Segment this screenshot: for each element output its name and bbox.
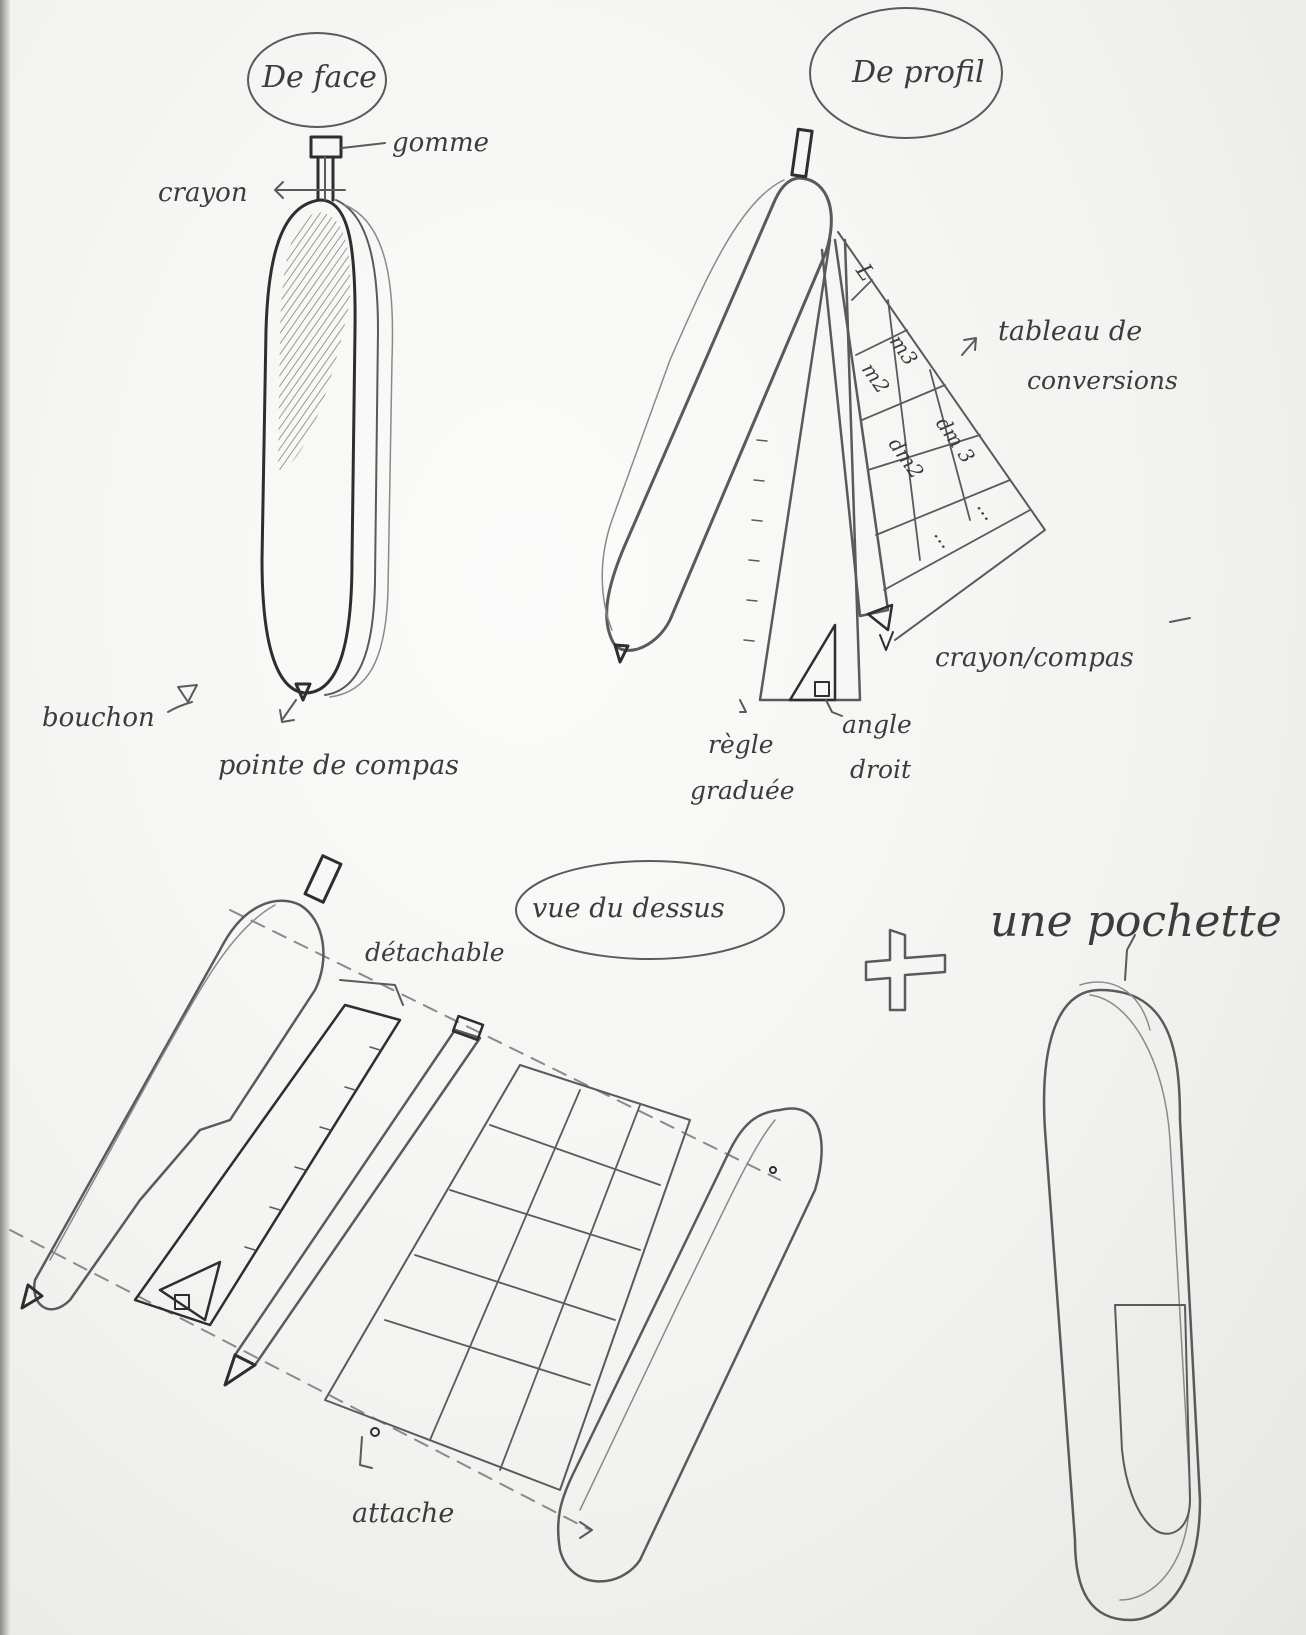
label-angle: angle <box>842 712 912 737</box>
profile-view-sketch <box>602 8 1190 716</box>
label-vue-du-dessus: vue du dessus <box>532 895 725 922</box>
label-bouchon: bouchon <box>42 705 155 731</box>
eraser-top <box>311 137 341 157</box>
pochette-sketch <box>866 930 1200 1620</box>
top-view-table <box>325 1065 690 1490</box>
label-regle: règle <box>708 732 774 757</box>
label-tableau: tableau de <box>998 318 1142 345</box>
label-de-profil: De profil <box>852 58 985 88</box>
plus-sign <box>866 930 945 1010</box>
label-pointe-de-compas: pointe de compas <box>218 752 459 779</box>
label-crayon-front: crayon <box>158 180 248 206</box>
label-gomme: gomme <box>392 130 489 156</box>
label-detachable: détachable <box>365 940 505 965</box>
top-view-right-case <box>558 1108 821 1581</box>
front-shading <box>278 212 350 470</box>
label-attache: attache <box>352 1500 454 1527</box>
front-view-sketch <box>168 33 392 722</box>
label-une-pochette: une pochette <box>990 900 1282 944</box>
label-graduee: graduée <box>690 778 795 803</box>
label-conversions: conversions <box>1027 368 1178 393</box>
label-de-face: De face <box>262 63 377 93</box>
pochette-inner-pocket <box>1115 1305 1190 1534</box>
top-view-left-case <box>34 901 323 1309</box>
top-view-ruler <box>135 1005 400 1325</box>
label-crayon-compas: crayon/compas <box>935 645 1134 671</box>
pencil-case-body-profile <box>607 178 832 650</box>
label-droit: droit <box>850 757 911 782</box>
